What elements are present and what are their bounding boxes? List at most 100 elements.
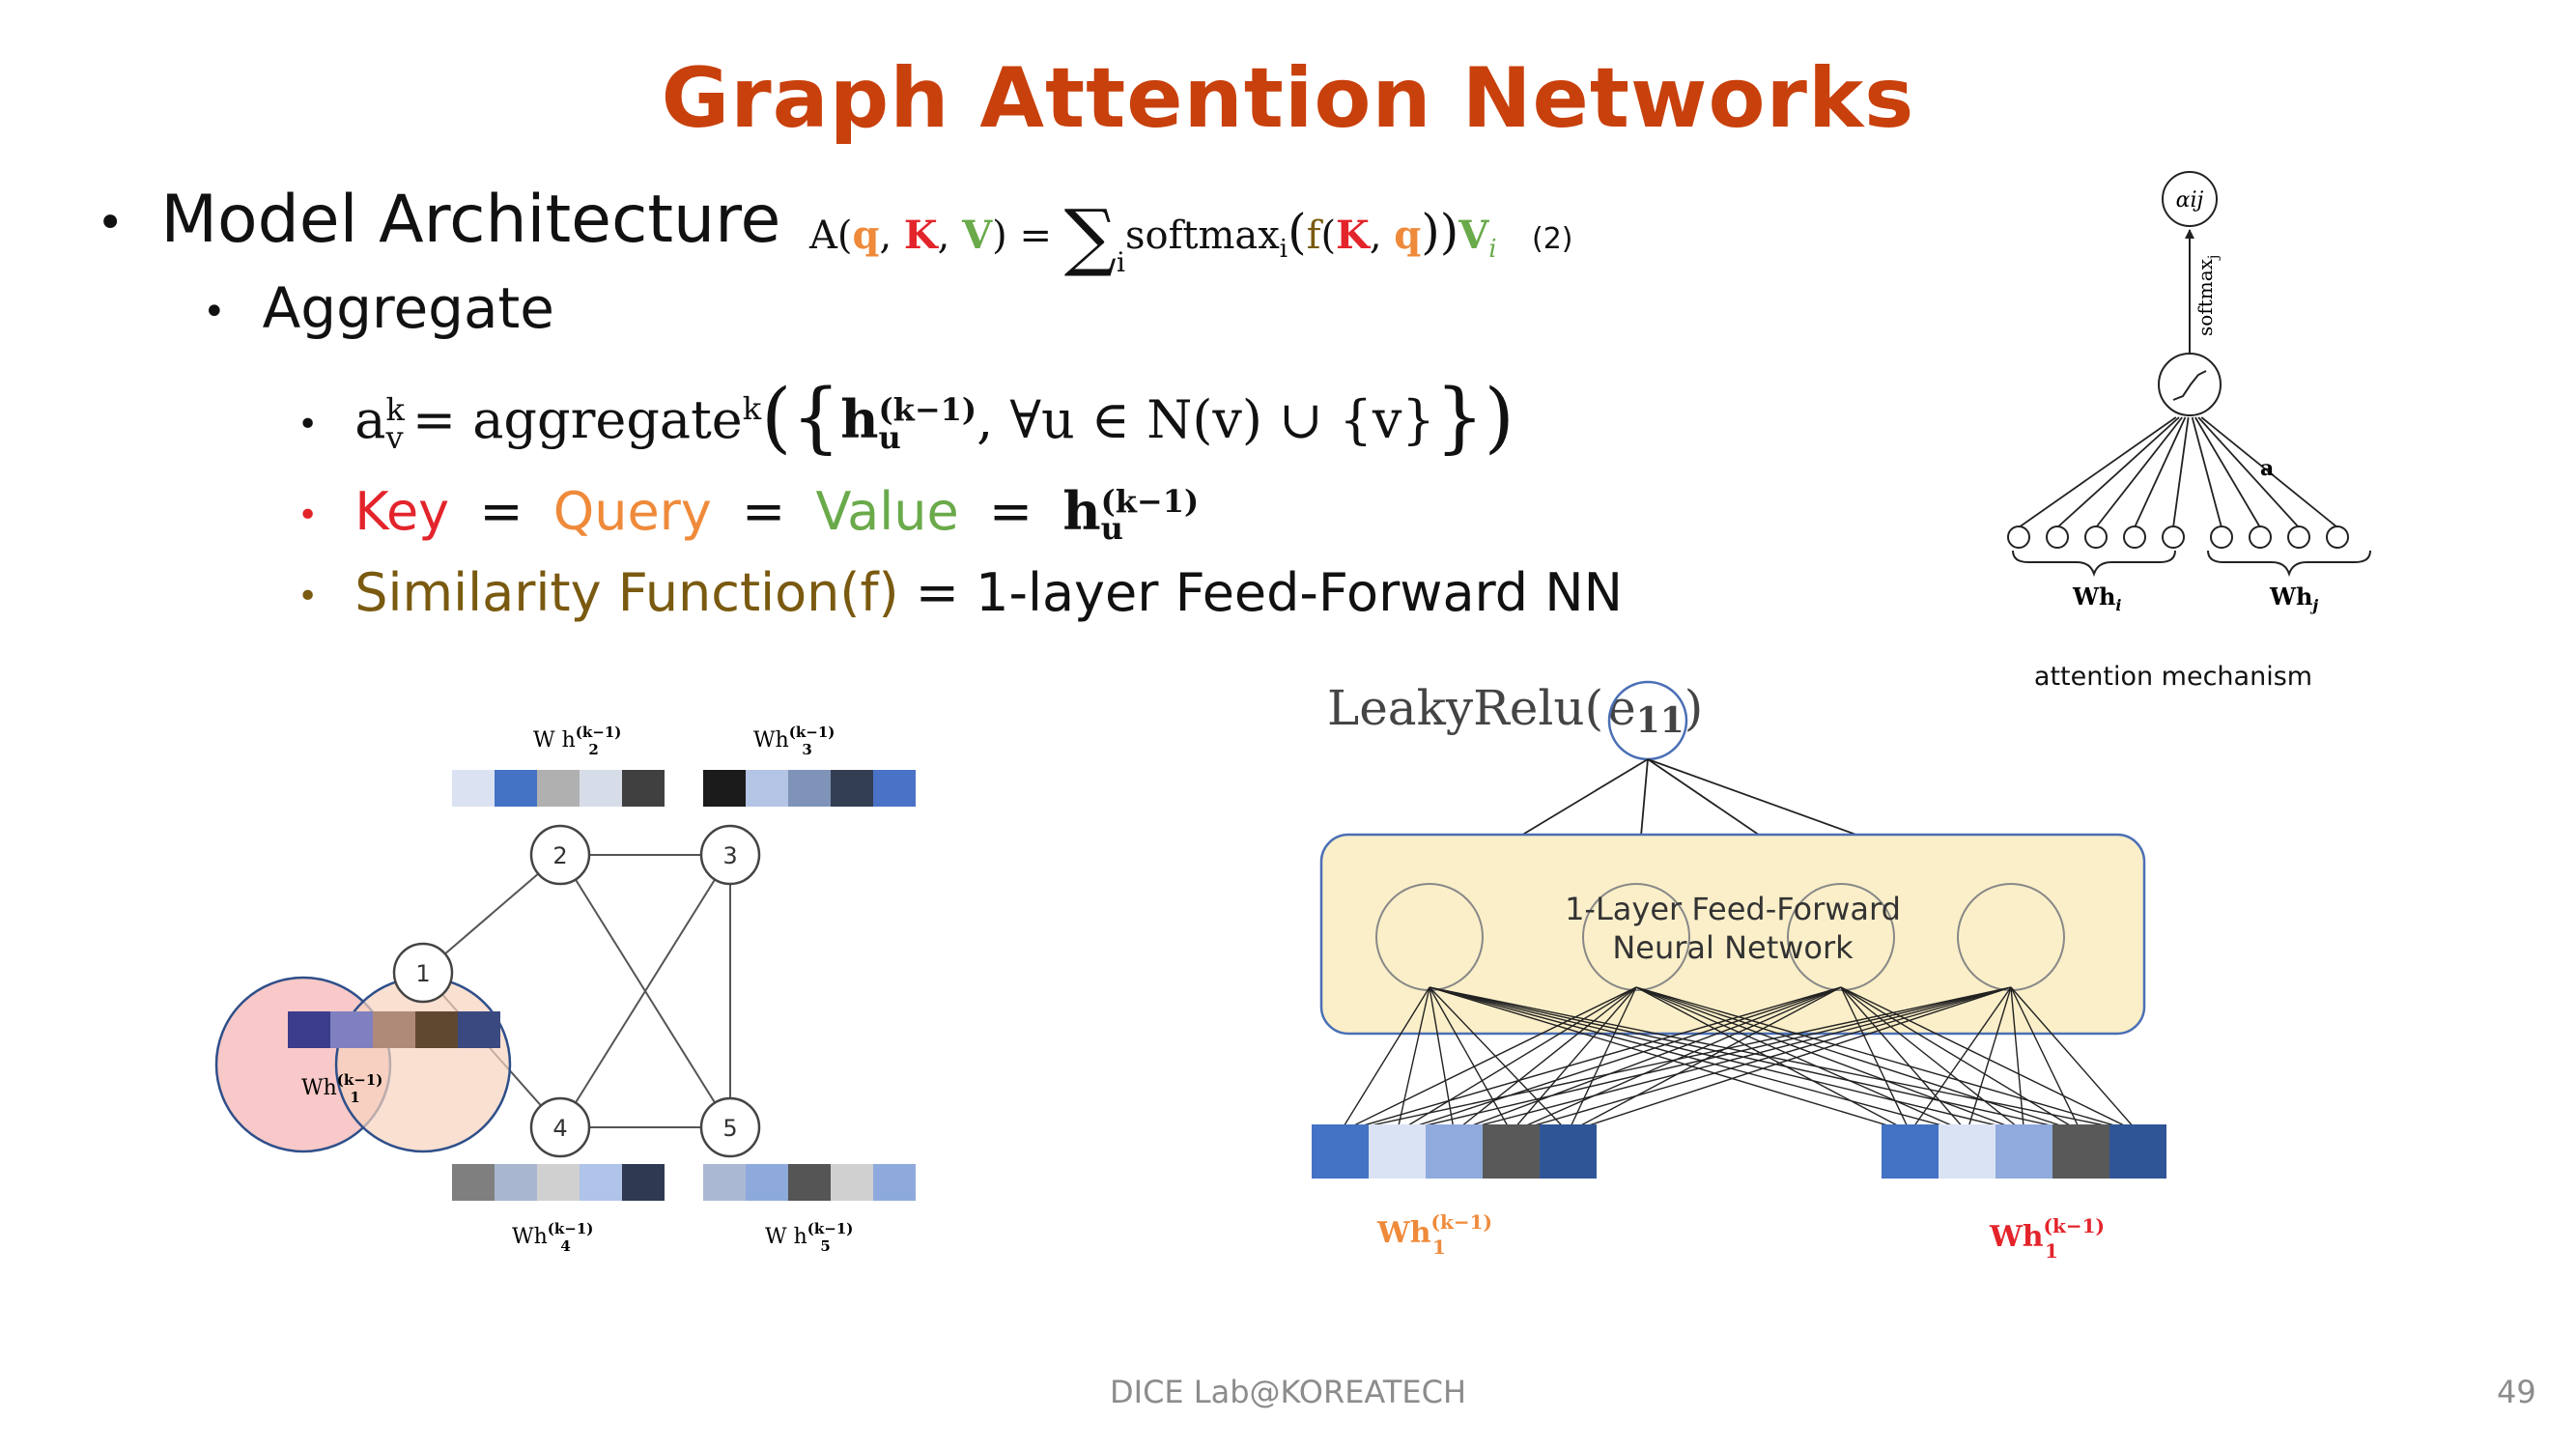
input-node xyxy=(2210,526,2233,549)
feature-bar-wh5 xyxy=(703,1164,916,1201)
hidden-node xyxy=(1582,883,1690,991)
input-cell xyxy=(1939,1124,1996,1179)
wh-j-text: Wh xyxy=(2269,582,2312,611)
label-wh4-text: Wh xyxy=(512,1225,548,1249)
eq-v: V xyxy=(962,213,993,258)
input-edge xyxy=(1429,986,2024,1133)
label-wh2-text: W h xyxy=(533,728,576,753)
input-node xyxy=(2046,526,2069,549)
label-wh1-text: Wh xyxy=(301,1076,337,1100)
softmax-sub: j xyxy=(2206,255,2222,261)
input-edge xyxy=(1339,986,1430,1133)
input-edge xyxy=(2172,416,2190,528)
input-edge xyxy=(2010,986,2025,1133)
input-edge xyxy=(2056,416,2180,528)
input-edge xyxy=(2200,416,2338,528)
feature-cell xyxy=(788,770,831,807)
input-edge xyxy=(2197,416,2300,528)
equals-2: = xyxy=(742,481,786,542)
graph-node-3 xyxy=(699,824,761,886)
label-wh1-sup: (k−1) xyxy=(337,1071,383,1089)
label-wh5-sub: 5 xyxy=(820,1237,830,1255)
kqv-h-sup: (k−1) xyxy=(1100,482,1200,520)
right-label-sub: 1 xyxy=(2045,1239,2058,1263)
input-edge xyxy=(1635,986,1967,1133)
feature-bar-wh1 xyxy=(288,1011,500,1048)
hidden-node xyxy=(1787,883,1895,991)
input-edge xyxy=(1429,986,2081,1133)
feature-cell xyxy=(330,1011,373,1048)
input-edge xyxy=(2095,416,2183,528)
input-edge xyxy=(1840,986,1968,1133)
eq-comma: , xyxy=(879,213,904,258)
input-edge xyxy=(1511,986,2012,1133)
formula-sub-v: v xyxy=(385,419,404,456)
input-edge xyxy=(2194,416,2261,528)
kqv-h-sub: u xyxy=(1100,510,1123,548)
brace-right xyxy=(2207,550,2371,578)
similarity-label: Similarity Function(f) xyxy=(354,562,899,623)
similarity-rest: = 1-layer Feed-Forward NN xyxy=(898,562,1624,623)
eq-vi-sub: i xyxy=(1488,235,1497,264)
ffnn-panel xyxy=(1319,833,2146,1036)
eq-softmax-sub: i xyxy=(1279,235,1288,264)
eq-q: q xyxy=(852,213,880,258)
input-edge xyxy=(1429,986,1967,1133)
left-input-bar xyxy=(1312,1124,1597,1179)
panel-text-2: Neural Network xyxy=(1612,929,1854,966)
value-label: Value xyxy=(815,481,959,542)
feature-cell xyxy=(788,1164,831,1201)
similarity-bullet: •Similarity Function(f) = 1-layer Feed-F… xyxy=(297,562,1624,623)
feature-cell xyxy=(495,1164,537,1201)
input-node xyxy=(2007,526,2030,549)
input-cell xyxy=(1426,1124,1483,1179)
input-cell xyxy=(2109,1124,2166,1179)
label-wh4-sup: (k−1) xyxy=(548,1220,594,1237)
label-wh2-sup: (k−1) xyxy=(576,724,622,741)
input-edge xyxy=(1397,986,1637,1133)
feature-cell xyxy=(458,1011,500,1048)
eq-a: A( xyxy=(809,213,853,258)
formula-sup-k: k xyxy=(385,391,405,429)
label-wh3: Wh(k−1)3 xyxy=(753,724,835,758)
panel-text-1: 1-Layer Feed-Forward xyxy=(1565,891,1901,927)
graph-node-label: 3 xyxy=(722,842,737,869)
a-vector-label: a xyxy=(2260,456,2274,481)
feature-cell xyxy=(831,770,873,807)
eq-f-open: ( xyxy=(1320,213,1337,258)
eq-f: f xyxy=(1306,213,1321,258)
eq-softmax: softmax xyxy=(1124,213,1280,258)
label-wh5-sup: (k−1) xyxy=(807,1220,854,1237)
ffnn-diagram: LeakyRelu(e11) 1-Layer Feed-Forward Neur… xyxy=(1312,680,2166,1263)
input-nodes xyxy=(2007,416,2349,549)
eq-f-close: )) xyxy=(1421,204,1459,260)
label-wh1: Wh(k−1)1 xyxy=(301,1071,382,1106)
left-input-label: Wh(k−1)1 xyxy=(1376,1210,1492,1259)
formula-tail: , ∀u ∈ N(v) ∪ {v} xyxy=(977,389,1435,450)
right-label-sup: (k−1) xyxy=(2044,1214,2105,1237)
label-wh4: Wh(k−1)4 xyxy=(512,1220,593,1255)
feature-cell xyxy=(537,1164,580,1201)
input-cell xyxy=(1540,1124,1597,1179)
input-edge xyxy=(1454,986,1842,1133)
input-edge xyxy=(1567,986,1637,1133)
eq-sigma-sub: i xyxy=(1116,246,1125,278)
input-node xyxy=(2162,526,2185,549)
feature-cell xyxy=(746,770,788,807)
input-edge xyxy=(1429,986,1911,1133)
kqv-bullet: •Key = Query = Value = h(k−1)u xyxy=(297,480,1200,548)
input-edge xyxy=(1340,986,1842,1133)
right-input-bar xyxy=(1882,1124,2166,1179)
key-label: Key xyxy=(354,481,450,542)
feature-cell xyxy=(873,1164,916,1201)
feature-cell xyxy=(873,770,916,807)
wh-j-sub: j xyxy=(2309,596,2318,614)
label-wh3-sup: (k−1) xyxy=(789,724,835,741)
leaky-close: ) xyxy=(1684,680,1704,736)
input-edge xyxy=(2010,986,2082,1133)
right-label-text: Wh xyxy=(1989,1220,2044,1254)
feature-cell xyxy=(703,770,746,807)
input-edge xyxy=(2010,986,2139,1133)
